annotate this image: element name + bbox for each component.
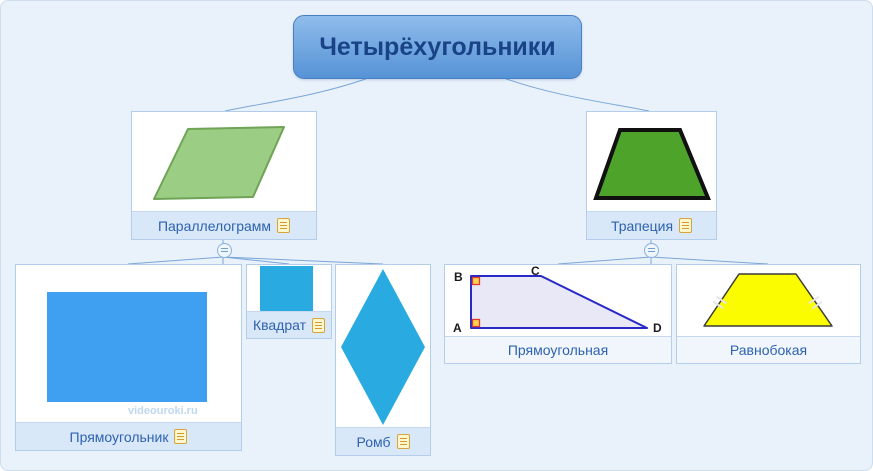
note-icon[interactable] (312, 317, 326, 333)
equal-leg-ticks (712, 295, 823, 310)
rhombus-shape (341, 269, 425, 425)
rhombus-label-bar: Ромб (336, 427, 430, 455)
collapse-link-icon[interactable] (217, 243, 232, 258)
right-angle-marker (471, 318, 481, 328)
note-icon[interactable] (277, 218, 291, 233)
node-square[interactable]: Квадрат (246, 264, 332, 339)
note-icon[interactable] (174, 429, 188, 444)
node-right-trapezoid[interactable]: B C A D Прямоугольная (444, 264, 672, 364)
trapezoid-image (587, 112, 716, 211)
vertex-label-c: C (531, 265, 540, 278)
right-trapezoid-label-bar: Прямоугольная (445, 336, 671, 363)
watermark: videouroki.ru (128, 405, 198, 417)
rhombus-image (336, 265, 430, 427)
node-parallelogram[interactable]: Параллелограмм (131, 111, 317, 240)
parallelogram-shape (153, 126, 285, 200)
trapezoid-shape (593, 128, 711, 200)
vertex-label-b: B (454, 270, 463, 284)
trapezoid-label: Трапеция (610, 217, 674, 234)
trapezoid-label-bar: Трапеция (587, 211, 716, 239)
isosceles-trapezoid-shape (703, 273, 833, 327)
collapse-link-icon[interactable] (644, 243, 659, 258)
parallelogram-label: Параллелограмм (157, 217, 272, 234)
parallelogram-image (132, 112, 316, 211)
note-icon[interactable] (396, 434, 410, 449)
rectangle-shape (47, 292, 207, 402)
note-icon[interactable] (679, 218, 693, 233)
right-angle-marker (471, 276, 481, 286)
right-trapezoid-image: B C A D (445, 265, 671, 336)
isosceles-trapezoid-image (677, 265, 860, 336)
rectangle-label: Прямоугольник (69, 428, 169, 445)
rectangle-label-bar: Прямоугольник (16, 422, 241, 450)
node-rectangle[interactable]: videouroki.ru Прямоугольник (15, 264, 242, 451)
parallelogram-label-bar: Параллелограмм (132, 211, 316, 239)
right-trapezoid-label: Прямоугольная (507, 342, 609, 358)
vertex-label-a: A (453, 321, 462, 335)
node-quadrilaterals[interactable]: Четырёхугольники (293, 15, 582, 79)
square-image (247, 265, 331, 311)
node-rhombus[interactable]: Ромб (335, 264, 431, 456)
right-trapezoid-drawing: B C A D (453, 265, 662, 335)
rhombus-label: Ромб (356, 433, 391, 450)
square-label-bar: Квадрат (247, 311, 331, 338)
rectangle-image: videouroki.ru (16, 265, 241, 422)
root-title: Четырёхугольники (319, 32, 556, 61)
vertex-label-d: D (653, 321, 662, 335)
square-shape (260, 266, 313, 311)
isosceles-trapezoid-label-bar: Равнобокая (677, 336, 860, 363)
isosceles-trapezoid-label: Равнобокая (729, 342, 808, 358)
node-trapezoid[interactable]: Трапеция (586, 111, 717, 240)
node-isosceles-trapezoid[interactable]: Равнобокая (676, 264, 861, 364)
square-label: Квадрат (252, 317, 307, 333)
